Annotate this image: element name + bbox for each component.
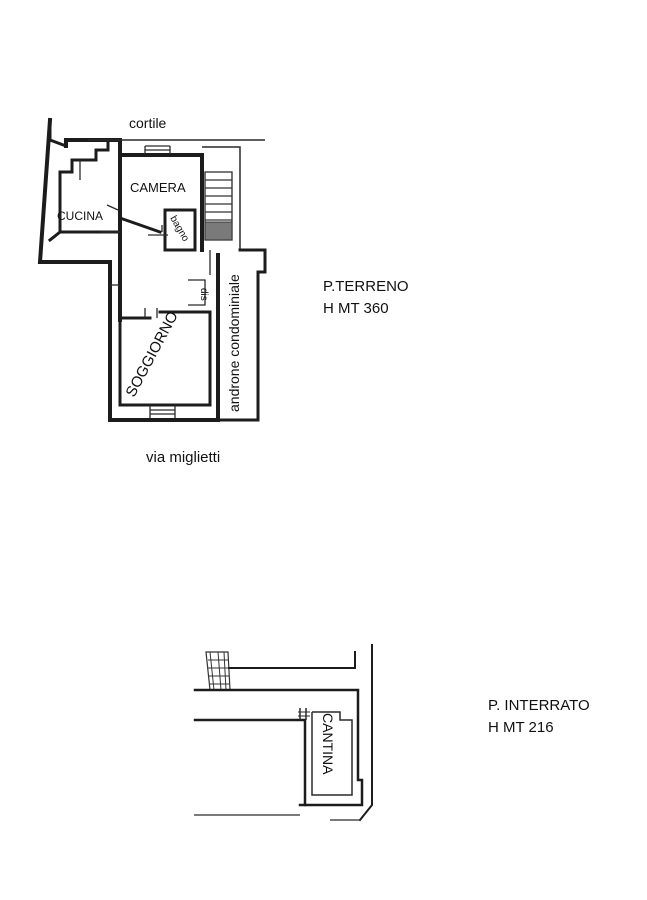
basement-annotation: P. INTERRATO H MT 216 [488, 695, 590, 739]
room-label-cantina: CANTINA [320, 713, 336, 775]
room-label-cucina: CUCINA [57, 209, 103, 223]
ground-floor-outer-walls [37, 117, 220, 422]
cortile-label: cortile [129, 115, 167, 131]
basement-level-name: P. INTERRATO [488, 697, 590, 714]
ground-floor-plan: CAMERA CUCINA bagno dis SOGGIORNO andron… [37, 115, 267, 466]
androne-walls [209, 248, 267, 422]
basement-walls [193, 644, 373, 822]
room-label-bagno: bagno [167, 214, 191, 244]
ground-floor-height: H MT 360 [323, 300, 389, 317]
ground-floor-level-name: P.TERRENO [323, 278, 409, 295]
basement-height: H MT 216 [488, 719, 554, 736]
basement-stair-hatch [205, 651, 231, 691]
ground-floor-annotation: P.TERRENO H MT 360 [323, 276, 409, 320]
soggiorno-walls [110, 279, 212, 407]
window-via [149, 405, 176, 418]
staircase [202, 146, 241, 250]
cucina-walls [58, 160, 122, 234]
room-label-soggiorno: SOGGIORNO [123, 309, 182, 400]
corridor-label: androne condominiale [226, 274, 242, 412]
window-cortile [144, 145, 171, 154]
room-label-dis: dis [198, 288, 209, 301]
room-label-camera: CAMERA [130, 180, 186, 195]
basement-plan: CANTINA [193, 644, 373, 822]
camera-walls [118, 208, 197, 252]
street-label: via miglietti [146, 449, 220, 466]
